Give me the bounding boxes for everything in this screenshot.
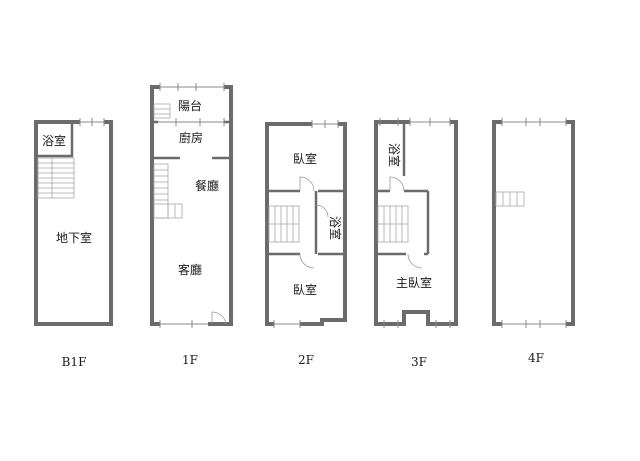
- f1-room-kitchen: 廚房: [179, 130, 203, 145]
- floor-label-1f: 1F: [182, 353, 198, 367]
- floor-label-2f: 2F: [298, 353, 314, 367]
- f2-outer-wall: [265, 122, 347, 326]
- f3-outer-wall: [374, 120, 458, 326]
- f1-room-living: 客廳: [178, 262, 202, 277]
- f4-stairs: [495, 191, 525, 207]
- floor-label-4f: 4F: [528, 351, 544, 365]
- b1f-room-basement: 地下室: [56, 230, 92, 245]
- floor-plan-3f: 浴室 主臥室: [374, 118, 458, 328]
- f2-room-bath: 浴室: [328, 216, 343, 240]
- f3-room-master: 主臥室: [396, 275, 432, 290]
- f2-room-bedroom-b: 臥室: [293, 282, 317, 297]
- f1-stairs: [153, 163, 183, 219]
- f1-entrance-door: [211, 311, 227, 325]
- f1-balcony-step: [153, 103, 171, 119]
- floor-plan-1f: 陽台 廚房 餐廳 客廳: [150, 83, 233, 328]
- b1f-stairs: [37, 157, 75, 199]
- f2-room-bedroom-a: 臥室: [293, 151, 317, 166]
- f4-outer-wall: [492, 120, 575, 326]
- floor-label-b1f: B1F: [62, 355, 87, 369]
- floor-plan-4f: [492, 118, 575, 328]
- floor-plan-b1f: 浴室 地下室: [34, 118, 113, 326]
- b1f-room-bath: 浴室: [42, 133, 66, 148]
- b1f-outer-wall: [34, 120, 113, 326]
- f1-room-dining: 餐廳: [195, 178, 219, 193]
- f3-stairs: [377, 205, 409, 243]
- floor-plan-2f: 臥室 浴室 臥室: [265, 120, 347, 328]
- b1f-bath-wall: [36, 122, 74, 158]
- f2-stairs: [268, 205, 300, 243]
- floor-label-3f: 3F: [411, 355, 427, 369]
- f1-room-balcony: 陽台: [178, 98, 202, 113]
- f3-room-bath: 浴室: [387, 143, 402, 167]
